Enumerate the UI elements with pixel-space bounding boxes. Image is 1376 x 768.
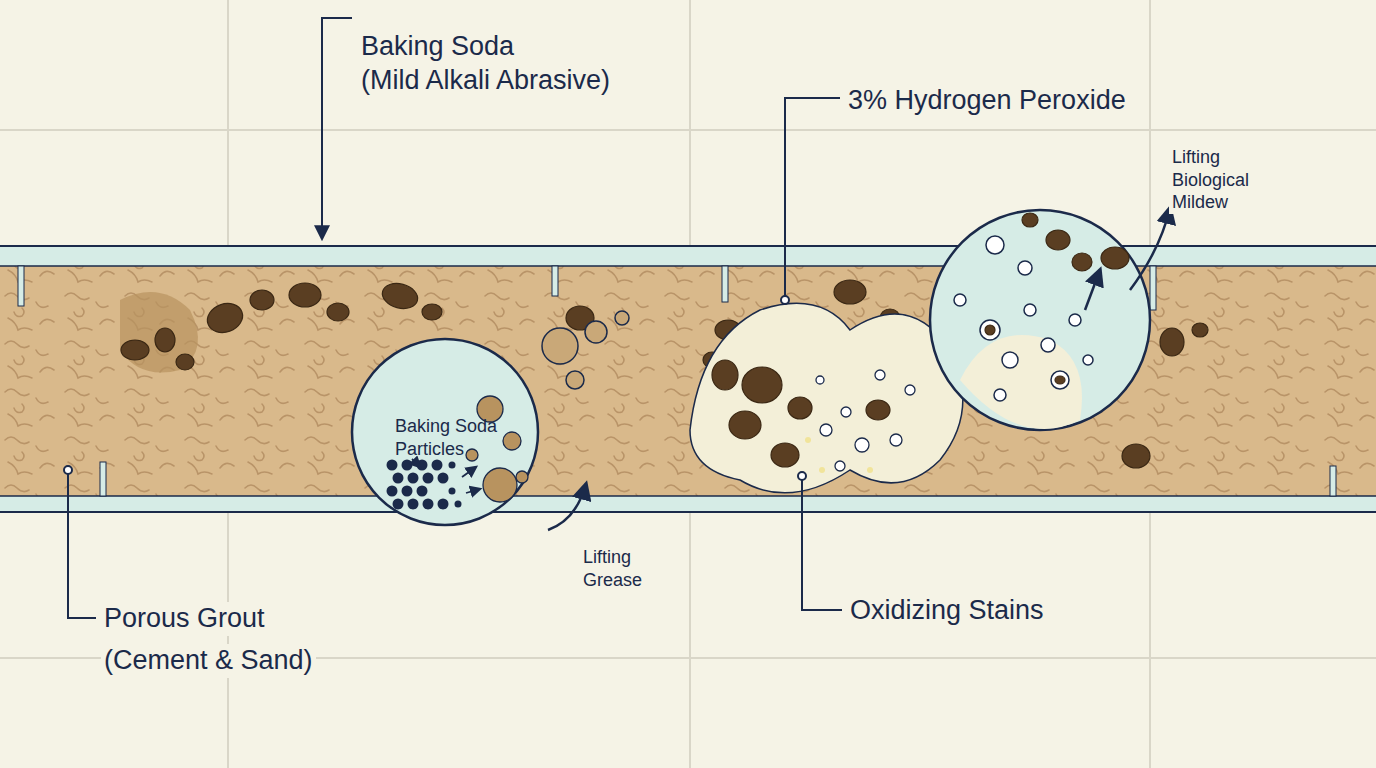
- leader-lines: [64, 18, 842, 618]
- zoom-label: Baking Soda Particles: [395, 415, 507, 462]
- grout-band: [0, 246, 1376, 512]
- callout-label: (Cement & Sand): [101, 644, 316, 678]
- callout-label: Oxidizing Stains: [847, 594, 1047, 628]
- zoom-circle: Baking Soda Particles: [350, 337, 540, 527]
- callout-label: Porous Grout: [101, 602, 268, 636]
- callout-label: (Mild Alkali Abrasive): [358, 64, 613, 98]
- mildew-zoom-circle: [930, 208, 1170, 430]
- callout-label: Lifting Grease: [580, 546, 668, 591]
- callout-label: Baking Soda: [358, 30, 517, 64]
- callout-label: Lifting Biological Mildew: [1169, 146, 1287, 214]
- grease-bubbles: [542, 311, 629, 530]
- callout-label: 3% Hydrogen Peroxide: [845, 84, 1129, 118]
- peroxide-foam: [690, 303, 963, 493]
